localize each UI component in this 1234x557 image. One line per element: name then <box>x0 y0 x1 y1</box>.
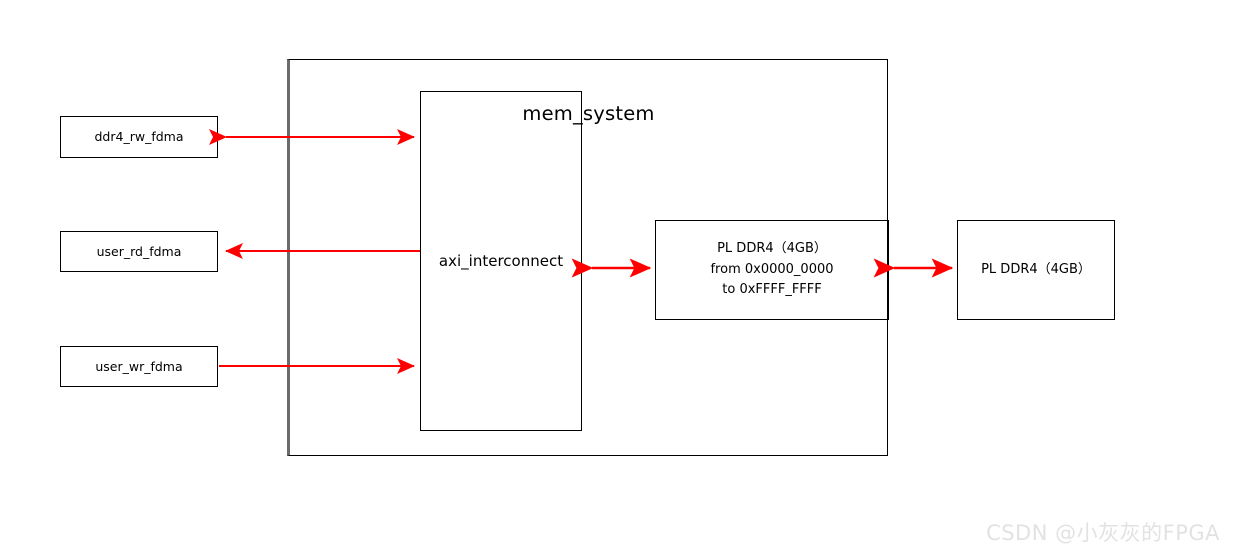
block-pl-ddr4-memory-map[interactable]: PL DDR4（4GB） from 0x0000_0000 to 0xFFFF_… <box>655 220 889 320</box>
mem-system-title: mem_system <box>522 102 655 125</box>
mem-system-container: mem_system <box>287 59 888 456</box>
block-ddr4-rw-fdma-label: ddr4_rw_fdma <box>94 129 184 145</box>
pl-ddr4-map-line-3: to 0xFFFF_FFFF <box>722 282 822 298</box>
csdn-watermark: CSDN @小灰灰的FPGA <box>986 521 1220 545</box>
block-user-wr-fdma-label: user_wr_fdma <box>95 358 183 374</box>
block-axi-interconnect-label: axi_interconnect <box>438 252 564 270</box>
block-user-wr-fdma[interactable]: user_wr_fdma <box>60 346 218 387</box>
pl-ddr4-map-line-2: from 0x0000_0000 <box>710 261 834 277</box>
block-user-rd-fdma[interactable]: user_rd_fdma <box>60 231 218 272</box>
pl-ddr4-map-line-1: PL DDR4（4GB） <box>717 240 827 256</box>
block-external-pl-ddr4-label: PL DDR4（4GB） <box>981 261 1091 277</box>
block-user-rd-fdma-label: user_rd_fdma <box>96 243 182 259</box>
block-external-pl-ddr4[interactable]: PL DDR4（4GB） <box>957 220 1115 320</box>
